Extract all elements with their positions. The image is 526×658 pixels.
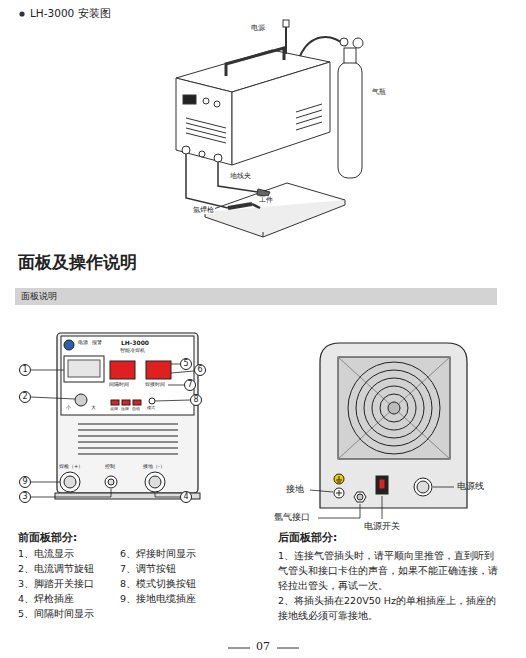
- gas-hose: [300, 37, 346, 56]
- label-text: 地线夹: [229, 172, 252, 180]
- callout-number: 1: [22, 366, 27, 374]
- power-cable: [285, 26, 287, 54]
- plug: [283, 20, 289, 27]
- label-text: 07: [256, 640, 270, 653]
- ground-clamp: [257, 189, 270, 196]
- label-text: 3、脚踏开关接口: [18, 578, 94, 589]
- label-text: 1、电流显示: [18, 548, 74, 559]
- label-text: 电源线: [457, 481, 484, 491]
- label-text: 2、电流调节旋钮: [18, 563, 94, 574]
- label-text: 氩气接口: [274, 512, 310, 522]
- page-dash: [277, 648, 299, 649]
- band-text: 面板说明: [21, 291, 57, 301]
- callout-number: 4: [183, 493, 188, 501]
- label-text: LH-3000 安装图: [30, 7, 111, 20]
- label-text: 间隔时间: [109, 382, 129, 387]
- callout-circle: 4: [180, 491, 192, 503]
- callout-number: 6: [197, 366, 202, 374]
- callout-number: 8: [193, 396, 198, 404]
- label-text: 2、将插头插在220V50 Hz的单相插座上，插座的接地线必须可靠接地。: [278, 593, 502, 623]
- bullet-dot: [19, 11, 24, 16]
- label-text: 接地: [286, 484, 304, 494]
- label-text: 点焊: [110, 407, 118, 412]
- label-text: 报警: [92, 340, 102, 345]
- front-panel: [55, 333, 200, 499]
- label-text: 气瓶: [372, 88, 386, 96]
- label-text: 电源: [250, 24, 266, 32]
- label-text: 模式: [147, 406, 155, 411]
- callout-number: 9: [22, 478, 27, 486]
- label-text: 小: [66, 405, 71, 410]
- label-text: LH-3000: [121, 339, 149, 346]
- label-text: 自动: [132, 407, 140, 412]
- label-text: 智能冷焊机: [120, 347, 145, 353]
- callout-circle: 7: [184, 379, 196, 391]
- back-leader-lines: [310, 487, 454, 519]
- back-panel: [320, 343, 467, 508]
- label-text: 5、间隔时间显示: [18, 608, 94, 619]
- leader-lines: [31, 364, 194, 497]
- label-text: 电源: [78, 340, 88, 345]
- label-text: 7、调节按钮: [120, 563, 176, 574]
- callout-number: 7: [187, 381, 192, 389]
- callout-circle: 9: [19, 476, 31, 488]
- ground-cable: [218, 162, 258, 192]
- label-text: 1、连接气管插头时，请平顺向里推管，直到听到气管头和接口卡住的声音，如果不能正确…: [278, 548, 502, 593]
- label-text: 前面板部分:: [18, 531, 77, 544]
- label-text: 连焊: [121, 407, 129, 412]
- callout-circle: 6: [194, 364, 206, 376]
- callout-circle: 2: [19, 391, 31, 403]
- callout-circle: 1: [19, 364, 31, 376]
- label-text: 大: [91, 405, 96, 410]
- label-text: 电源开关: [364, 521, 400, 531]
- torch: [228, 204, 252, 208]
- callout-circle: 3: [19, 491, 31, 503]
- label-text: 后面板部分:: [278, 531, 337, 544]
- section-band: 面板说明: [15, 288, 497, 305]
- label-text: 焊接时间: [145, 382, 165, 387]
- welder-machine: [176, 48, 330, 165]
- label-text: 氩焊枪: [192, 206, 215, 214]
- section-title: 面板及操作说明: [18, 252, 137, 272]
- label-text: 6、焊接时间显示: [120, 548, 196, 559]
- label-text: 控制: [105, 463, 115, 469]
- torch-nozzle: [252, 204, 260, 208]
- label-text: 焊枪（+）: [59, 463, 83, 469]
- callout-number: 3: [22, 493, 27, 501]
- callout-circle: 8: [190, 394, 202, 406]
- callout-number: 5: [183, 360, 188, 368]
- label-text: 8、模式切换按钮: [120, 578, 196, 589]
- label-text: 工件: [258, 196, 274, 204]
- label-text: 9、接地电缆插座: [120, 593, 196, 604]
- workpiece: [205, 183, 345, 237]
- callout-number: 2: [22, 393, 27, 401]
- page-dash: [228, 648, 250, 649]
- torch-cable: [186, 154, 228, 208]
- label-text: 接地（-）: [143, 463, 165, 469]
- label-text: 4、焊枪插座: [18, 593, 74, 604]
- callout-circle: 5: [180, 358, 192, 370]
- gas-cylinder: [338, 38, 363, 178]
